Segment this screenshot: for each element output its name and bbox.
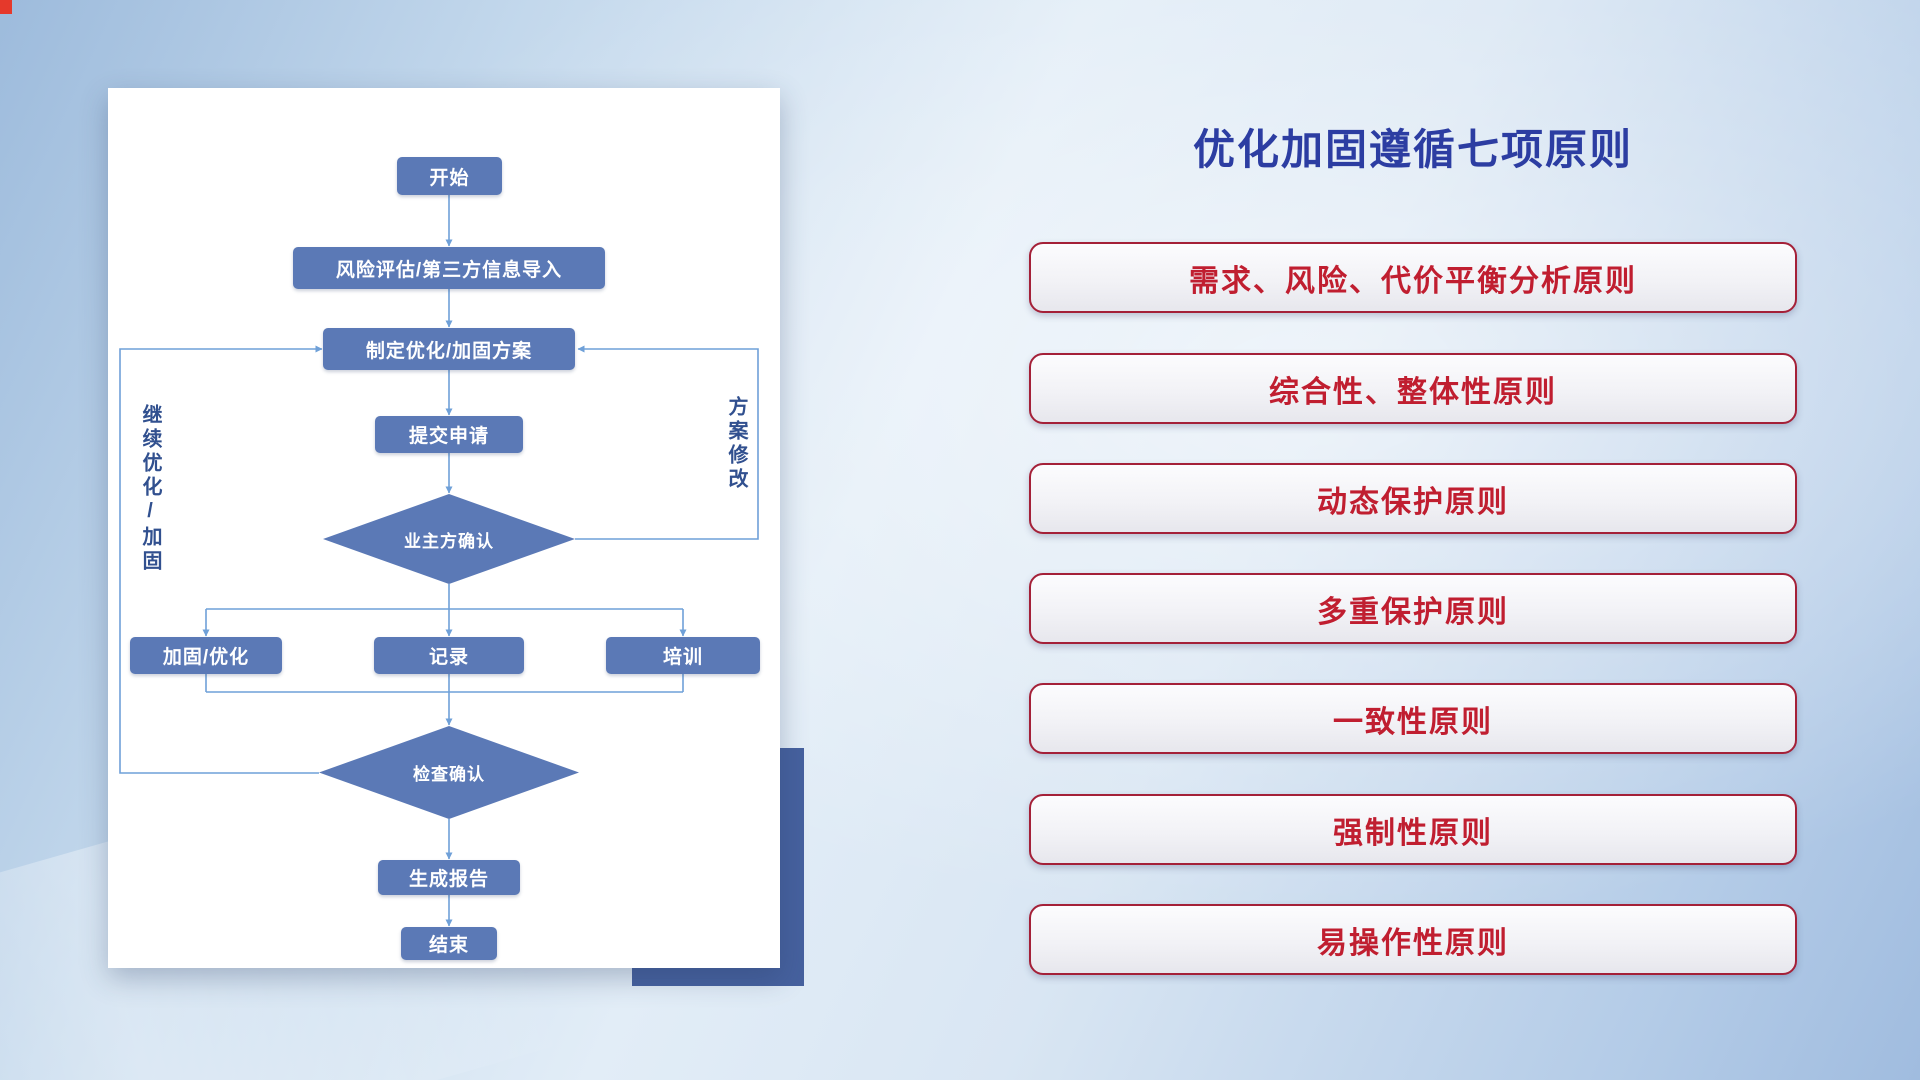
flow-node-record: 记录 (374, 637, 524, 674)
flow-node-report: 生成报告 (378, 860, 520, 895)
corner-marker (0, 0, 12, 14)
flow-node-make-plan: 制定优化/加固方案 (323, 328, 575, 370)
principle-box-5: 一致性原则 (1029, 683, 1797, 754)
flow-node-submit: 提交申请 (375, 416, 523, 453)
principle-box-3: 动态保护原则 (1029, 463, 1797, 534)
principle-box-1: 需求、风险、代价平衡分析原则 (1029, 242, 1797, 313)
flowchart-card: 开始 风险评估/第三方信息导入 制定优化/加固方案 提交申请 业主方确认 加固/… (108, 88, 780, 968)
flow-label-plan-revise: 方案修改 (725, 396, 747, 492)
principle-box-4: 多重保护原则 (1029, 573, 1797, 644)
principle-box-6: 强制性原则 (1029, 794, 1797, 865)
principle-box-7: 易操作性原则 (1029, 904, 1797, 975)
flow-node-training: 培训 (606, 637, 760, 674)
flow-node-risk-import: 风险评估/第三方信息导入 (293, 247, 605, 289)
principle-box-2: 综合性、整体性原则 (1029, 353, 1797, 424)
flow-label-continue-optimize: 继续优化/加固 (139, 404, 161, 574)
flow-node-end: 结束 (401, 927, 497, 960)
flow-connectors (119, 195, 759, 927)
flow-node-harden: 加固/优化 (130, 637, 282, 674)
flow-node-start: 开始 (397, 157, 502, 195)
page-title: 优化加固遵循七项原则 (1192, 126, 1633, 173)
